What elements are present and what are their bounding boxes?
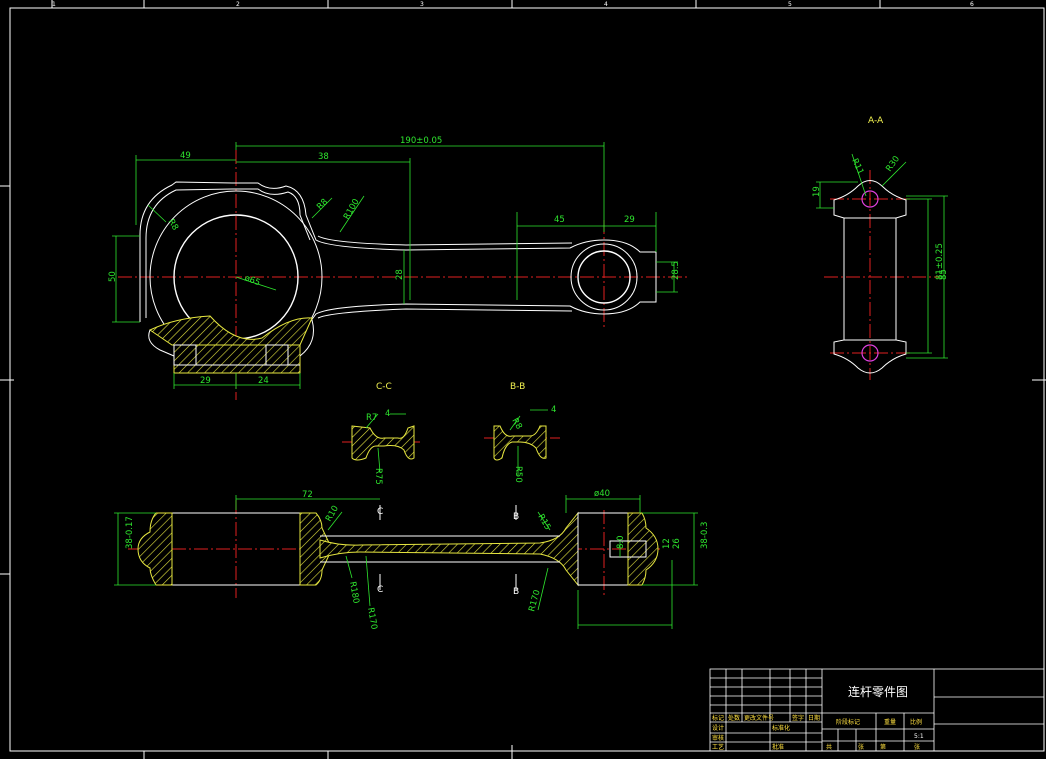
dim-29: 29: [624, 215, 635, 225]
side-dim-72: 72: [302, 490, 313, 500]
section-c-c-title: C-C: [376, 382, 392, 392]
aa-dim-r30: R30: [884, 154, 902, 173]
tb-label-count: 处数: [728, 714, 740, 722]
tb-label-weight: 重量: [884, 718, 896, 726]
side-dim-r15: R15: [535, 513, 552, 532]
dim-190: 190±0.05: [400, 136, 442, 146]
dim-bore-diameter: ø65: [243, 273, 261, 288]
section-mark-b-bottom: B: [513, 587, 519, 597]
border-zone-numbers: 1 2 3 4 5 6: [52, 1, 974, 8]
tb-label-sheet: 张: [914, 743, 920, 751]
side-dim-phi40: ø40: [594, 489, 610, 499]
dim-28: 28: [395, 269, 405, 280]
dim-r8: R8: [315, 197, 330, 212]
dim-38: 38: [318, 152, 329, 162]
bb-dim-r8: R8: [509, 417, 523, 432]
aa-dim-81: 81±0.25: [935, 243, 945, 280]
side-dim-12: 12: [662, 538, 672, 549]
section-b-b: B-B R8 4 R50: [484, 382, 560, 483]
side-dim-right-thickness: 38-0.3: [700, 522, 710, 549]
side-dim-r170: R170: [365, 607, 379, 631]
aa-dim-85: 85: [939, 269, 949, 280]
front-view: 49 38 190±0.05 45 29 50 28 28.5 R8 R8 R1…: [108, 136, 690, 400]
dim-29-bottom: 29: [200, 376, 211, 386]
title-block: 连杆零件图 标记 处数 更改文件号 签字 日期 设计 标准化 阶段标记 重量 比…: [709, 668, 1045, 752]
cc-dim-4: 4: [385, 409, 390, 419]
bb-dim-4: 4: [551, 405, 556, 415]
tb-label-no: 第: [880, 743, 886, 751]
aa-dim-r11: R11: [849, 157, 865, 176]
aa-dim-19: 19: [812, 186, 822, 197]
dim-50: 50: [108, 271, 118, 282]
dim-45: 45: [554, 215, 565, 225]
zone-number: 5: [788, 1, 792, 8]
tb-label-approve: 批准: [772, 743, 784, 751]
bb-dim-r50: R50: [513, 466, 523, 483]
dim-r100: R100: [342, 197, 362, 221]
side-dim-r180: R180: [347, 581, 361, 605]
tb-label-date: 日期: [808, 714, 820, 722]
tb-label-stage: 阶段标记: [836, 718, 860, 726]
section-mark-b-top: B: [513, 512, 519, 522]
section-b-b-title: B-B: [510, 382, 525, 392]
dim-49: 49: [180, 151, 191, 161]
zone-number: 3: [420, 1, 424, 8]
tb-label-sheets: 张: [858, 743, 864, 751]
dim-r8-left: R8: [166, 218, 180, 233]
side-dim-8: 8.0: [616, 535, 626, 549]
zone-number: 1: [52, 1, 56, 8]
tb-label-review: 审核: [712, 734, 724, 742]
zone-number: 6: [970, 1, 974, 8]
tb-label-scale: 比例: [910, 718, 922, 726]
tb-label-sign: 签字: [792, 714, 804, 722]
zone-number: 2: [236, 1, 240, 8]
zone-number: 4: [604, 1, 608, 8]
section-mark-c-top: C: [377, 507, 383, 517]
side-dim-left-thickness: 38-0.17: [125, 516, 135, 549]
tb-label-change-doc: 更改文件号: [744, 714, 774, 722]
cc-dim-r75: R75: [373, 468, 383, 485]
side-dim-r10: R10: [324, 504, 341, 523]
side-dim-26: 26: [672, 538, 682, 549]
side-view: C C B B 72 R10 R180 R170 ø40 R15 R170 38…: [114, 489, 710, 630]
section-a-a-title: A-A: [868, 116, 884, 126]
tb-label-mark: 标记: [712, 714, 724, 722]
tb-label-design: 设计: [712, 724, 724, 732]
tb-label-standard: 标准化: [772, 724, 790, 732]
dim-24: 24: [258, 376, 269, 386]
tb-label-process: 工艺: [712, 743, 724, 751]
section-c-c: C-C R7 4 R75: [342, 382, 420, 485]
tb-scale-value: 5:1: [914, 733, 924, 740]
cc-dim-r7: R7: [366, 413, 377, 423]
drawing-title: 连杆零件图: [848, 684, 908, 699]
tb-label-total: 共: [826, 743, 832, 751]
section-a-a: A-A 19 R11 R30 81±0.25 85: [812, 116, 949, 380]
dim-28-5: 28.5: [671, 261, 681, 280]
section-mark-c-bottom: C: [377, 585, 383, 595]
